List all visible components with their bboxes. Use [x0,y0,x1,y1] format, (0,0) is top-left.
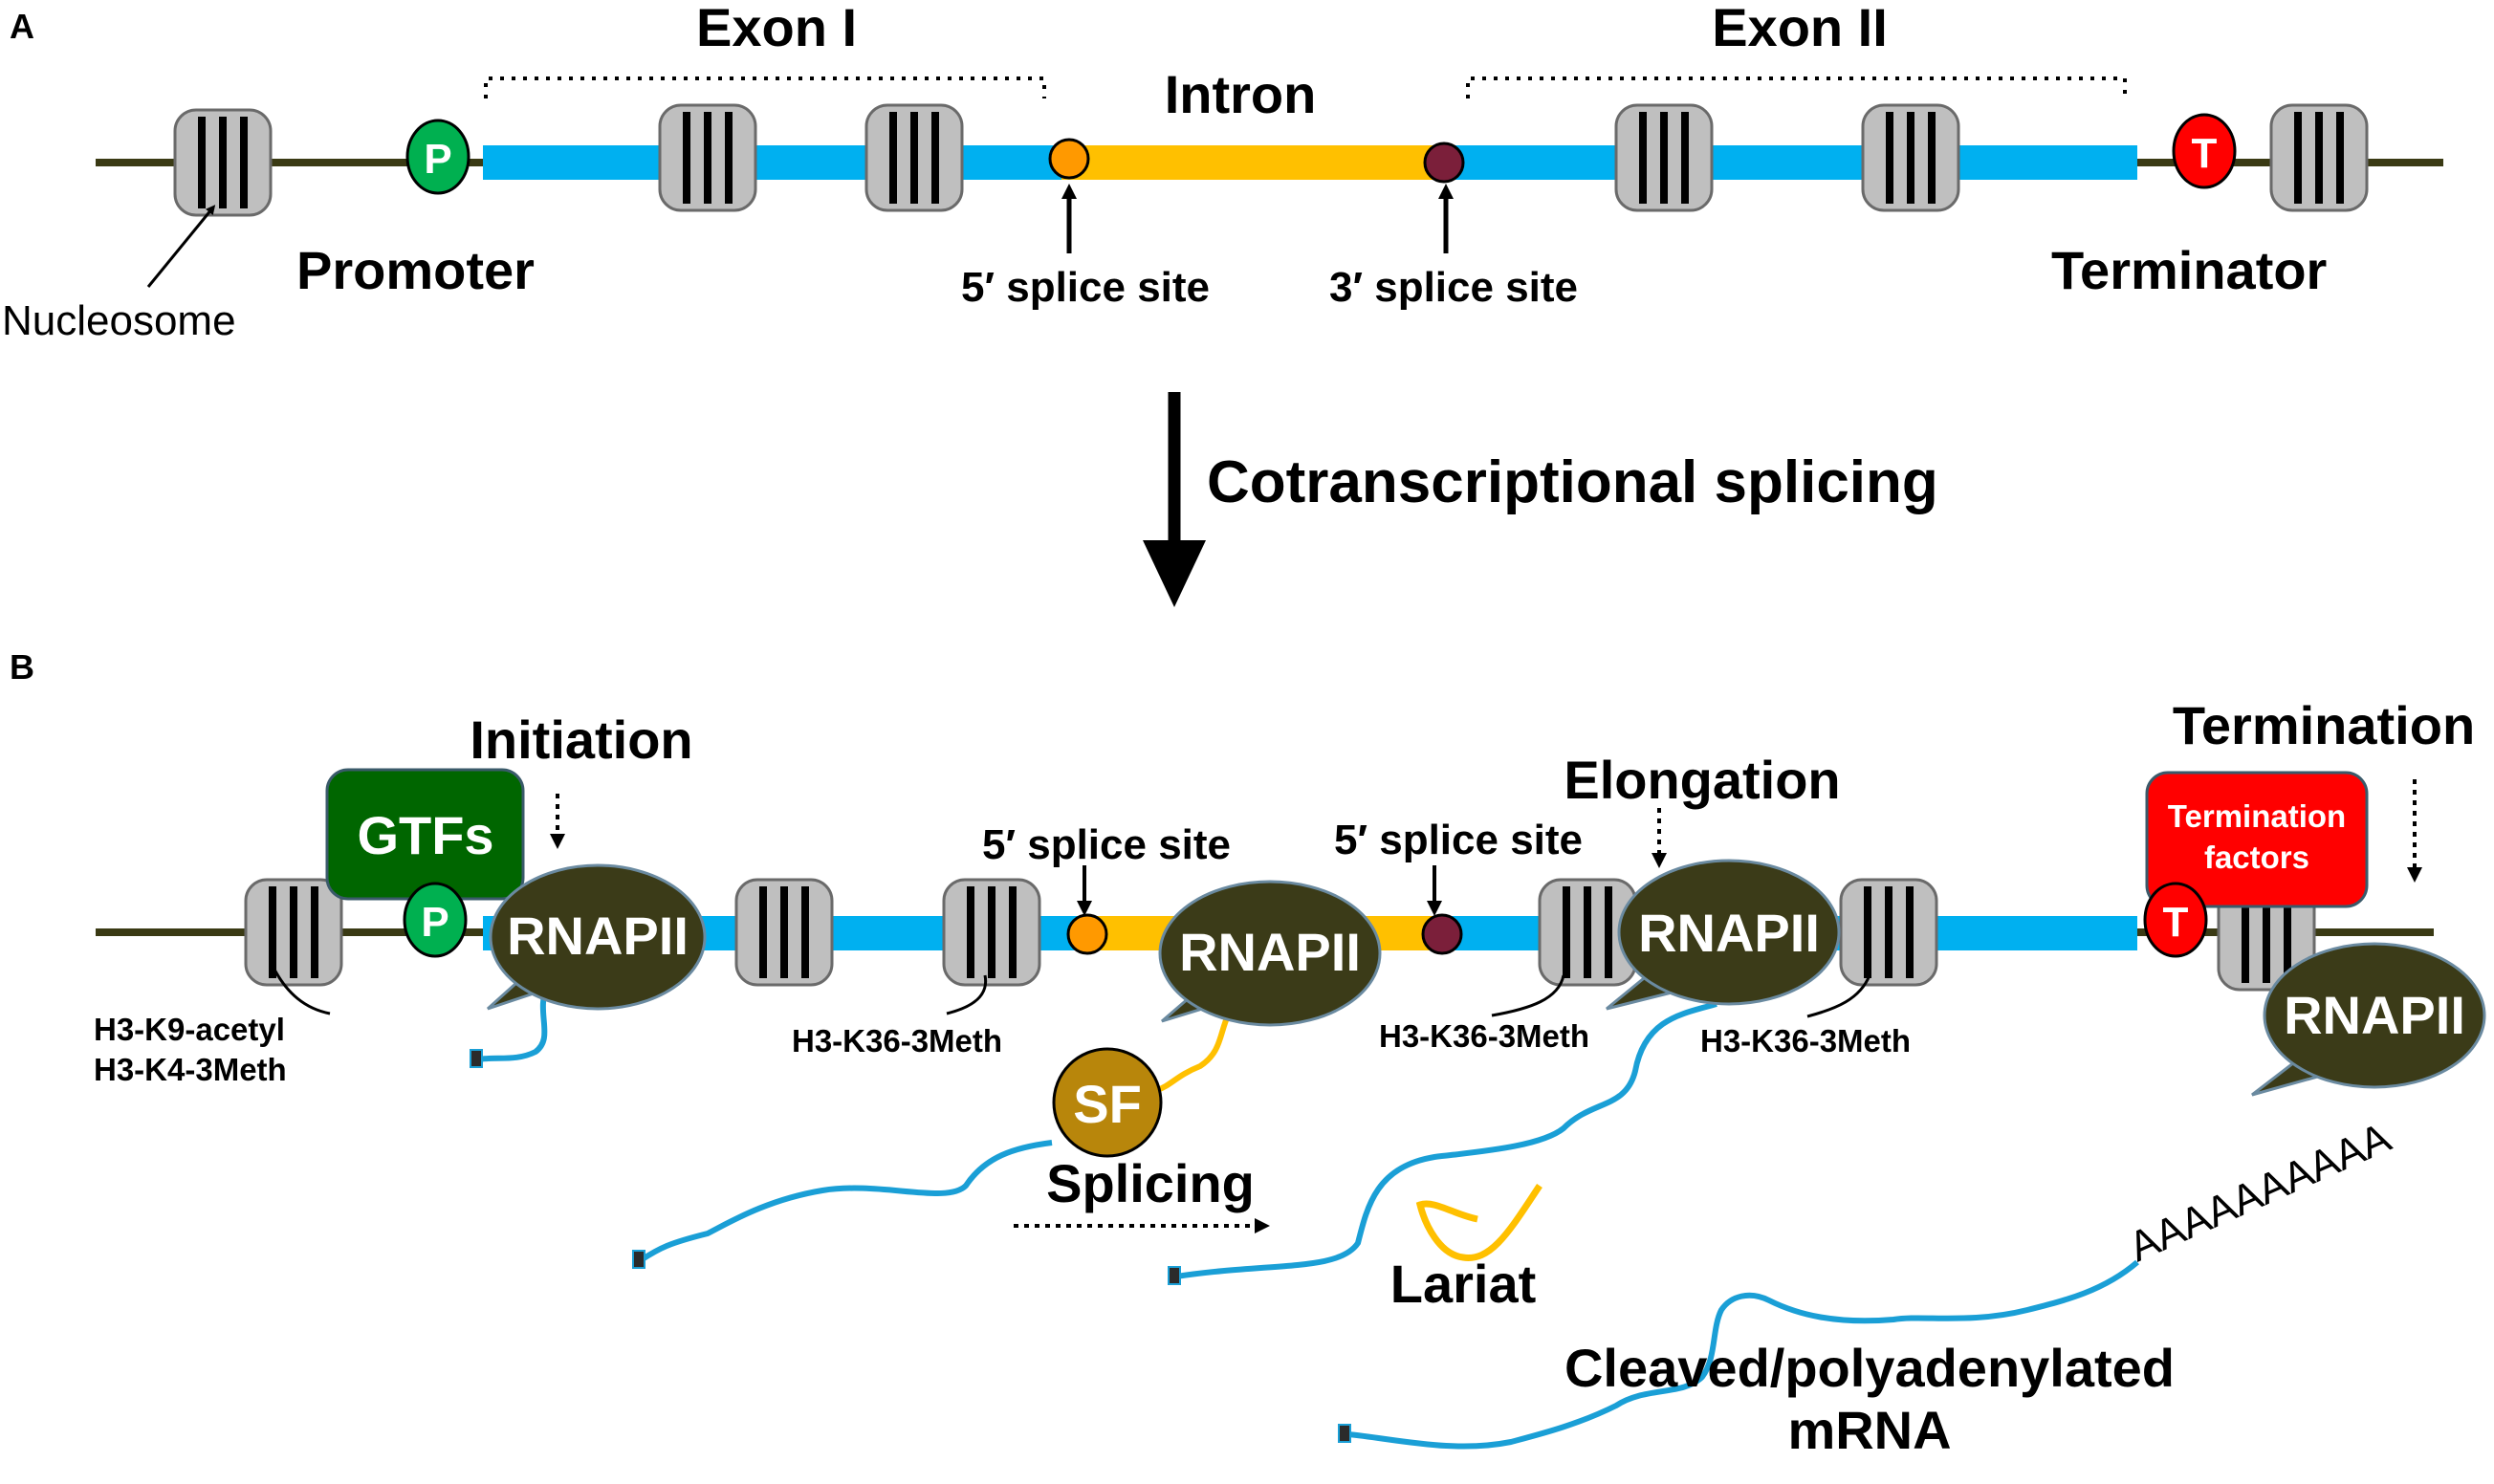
rnapii-2-label: RNAPII [1179,922,1361,982]
nucleosome-label: Nucleosome [2,297,236,344]
panel-b: B GTFs P Termination factors T [10,647,2486,1460]
intron-label: Intron [1165,64,1317,124]
mark-3-label: H3-K36-3Meth [1379,1018,1589,1054]
promoter-icon [403,882,468,958]
splice-label-2: 5′ splice site [1334,817,1583,863]
transcript-1 [477,983,550,1062]
mrna-label-line2: mRNA [1787,1400,1951,1460]
nucleosome-icon [1863,105,1958,210]
nucleosome-icon [175,110,271,215]
exon-1-label: Exon I [696,0,857,57]
nucleosome-icon [246,880,341,985]
exon-2-label: Exon II [1712,0,1888,57]
mark-1a-label: H3-K9-acetyl [94,1012,285,1047]
nucleosome-icon [736,880,832,985]
rnapii-2 [1158,880,1382,1027]
three-splice-site-icon [1423,142,1465,184]
panel-a-label: A [10,7,34,46]
mark-2-pointer [946,974,988,1015]
rnapii-3-label: RNAPII [1638,903,1820,963]
transcript-cap [470,1049,483,1068]
promoter-letter: P [421,899,448,946]
nucleosome-pointer [146,205,216,288]
nucleosome-icon [866,105,962,210]
splicing-label: Splicing [1046,1153,1255,1213]
three-splice-site-icon [1421,913,1463,955]
rnapii-1 [489,863,707,1011]
exon-2-bracket [1466,76,2127,98]
three-splice-label: 3′ splice site [1329,264,1578,311]
nucleosome-icon [1841,880,1936,985]
termination-label: Termination [2173,695,2475,755]
rnapii-3 [1617,859,1841,1006]
five-splice-site-icon [1066,913,1108,955]
terminator-letter: T [2163,899,2189,946]
rnapii-4 [2263,942,2486,1089]
transcript-cap [632,1250,645,1269]
exon-1-bracket [484,76,1046,98]
rnapii-1-label: RNAPII [507,906,689,966]
lariat-label: Lariat [1390,1254,1537,1314]
mrna-label-line1: Cleaved/polyadenylated [1564,1338,2175,1398]
splicing-factor-label: SF [1073,1074,1142,1134]
termination-factors-line1: Termination [2168,798,2346,834]
five-splice-label: 5′ splice site [961,264,1210,311]
transcript-cap [1338,1424,1351,1443]
nucleosome-icon [660,105,755,210]
transcript-3 [1175,1001,1717,1279]
mark-4-label: H3-K36-3Meth [1700,1023,1911,1058]
splicing-factor-icon [1052,1047,1163,1158]
elongation-label: Elongation [1564,750,1840,810]
polya-label: AAAAAAAAAA [2122,1114,2398,1271]
mark-4-pointer [1806,974,1871,1018]
transition-label: Cotranscriptional splicing [1207,449,1938,515]
panel-b-label: B [10,647,34,687]
five-splice-site-icon [1048,138,1090,180]
panel-a: A P T Exon I Exon II Intron [2,0,2443,344]
intron-bar [1061,145,1444,180]
termination-factors-box [2145,771,2369,908]
exon-1-bar [483,145,1061,180]
terminator-label: Terminator [2051,240,2327,300]
transcript-2 [639,1140,1053,1263]
transcript-cap [1168,1266,1181,1285]
promoter-label: Promoter [296,240,535,300]
lariat-icon [1415,1184,1542,1261]
nucleosome-icon [1616,105,1712,210]
rnapii-4-label: RNAPII [2284,985,2465,1045]
nucleosome-icon [2271,105,2367,210]
exon-2-bar [1444,145,2137,180]
promoter-letter: P [424,136,451,183]
terminator-letter: T [2192,130,2218,177]
splice-label-1: 5′ splice site [982,821,1231,868]
transcript-4 [1347,1259,2139,1450]
mark-1-pointer [271,965,331,1015]
mark-3-pointer [1491,974,1565,1017]
terminator-icon [2172,113,2237,189]
termination-factors-line2: factors [2204,840,2309,875]
transition: Cotranscriptional splicing [1143,392,1938,607]
gtfs-label: GTFs [357,805,493,865]
promoter-icon [405,119,470,195]
mark-2-label: H3-K36-3Meth [792,1023,1002,1058]
terminator-icon [2143,882,2208,958]
initiation-label: Initiation [470,709,692,770]
transition-arrowhead [1143,540,1206,607]
mark-1b-label: H3-K4-3Meth [94,1052,287,1087]
transcript-2-intron [1155,1012,1232,1093]
nucleosome-icon [944,880,1039,985]
